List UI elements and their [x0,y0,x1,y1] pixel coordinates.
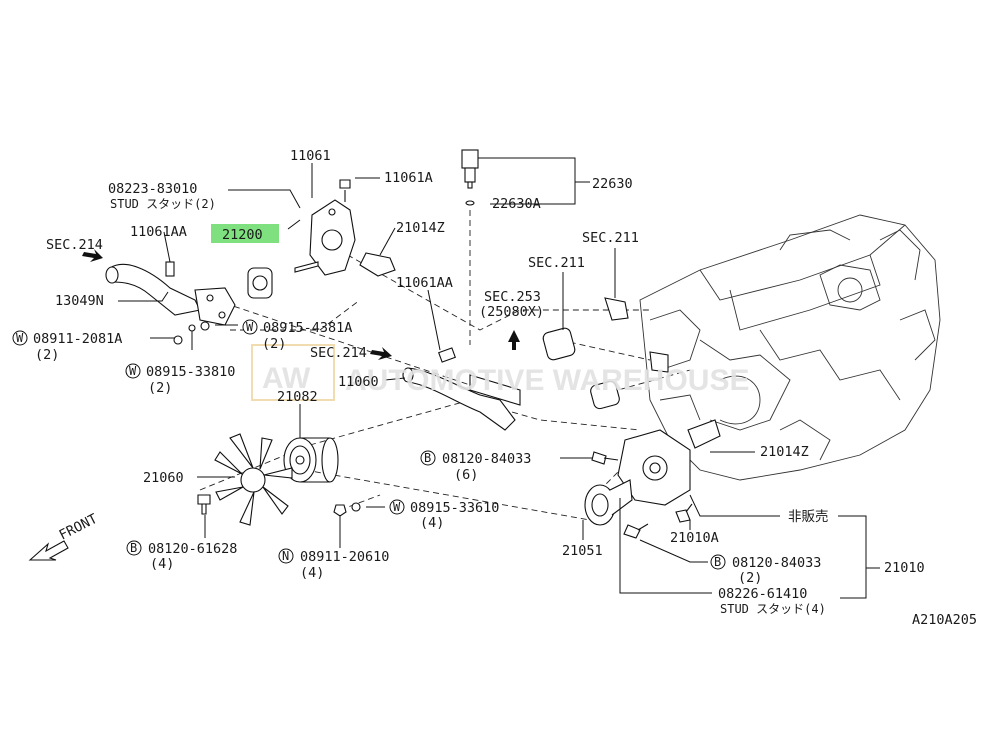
label-qty-2b: (2) [262,336,286,352]
label-qty-4a: (4) [420,515,444,531]
water-outlet-pipe [402,347,521,431]
label-08120-84033-top: 08120-84033 [442,451,531,467]
w-mark [389,499,405,515]
label-qty-6: (6) [454,467,478,483]
label-25080x: (25080X) [479,304,544,320]
label-13049n: 13049N [55,293,104,309]
label-08911-20610: 08911-20610 [300,549,389,565]
label-22630a: 22630A [492,196,541,212]
label-sec214-left: SEC.214 [46,237,103,253]
b-mark-letter: B [424,451,431,465]
w-mark-letter: W [393,500,401,514]
label-21010a: 21010A [670,530,719,546]
label-qty-4b: (4) [150,556,174,572]
label-08915-33810: 08915-33810 [146,364,235,380]
label-sec211-right: SEC.211 [582,230,639,246]
w-mark-letter: W [129,364,137,378]
flow-arrows [82,249,520,360]
label-11061aa-left: 11061AA [130,224,187,240]
label-qty-2c: (2) [148,380,172,396]
engine-block [639,214,941,481]
label-11061aa-mid: 11061AA [396,275,453,291]
label-11061a: 11061A [384,170,433,186]
label-hihanbai: 非販売 [788,509,829,525]
bypass-hoses [542,297,669,410]
b-mark-letter: B [714,555,721,569]
front-arrow [28,540,69,561]
watermark-text: AUTOMOTIVE WAREHOUSE [345,364,749,397]
watermark-logo-frame [251,344,335,401]
label-qty-2a: (2) [35,347,59,363]
thermostat-housing [309,179,356,276]
label-08911-2081a: 08911-2081A [33,331,122,347]
label-front: FRONT [57,511,100,544]
label-08120-61628: 08120-61628 [148,541,237,557]
temp-sensor-22630 [461,149,479,206]
n-mark-letter: N [282,549,289,563]
label-21060: 21060 [143,470,184,486]
label-08120-84033-bottom: 08120-84033 [732,555,821,571]
cooling-fan [214,433,293,526]
label-21014z-right: 21014Z [760,444,809,460]
label-22630: 22630 [592,176,633,192]
label-21082: 21082 [277,389,318,405]
part-highlight [211,224,279,243]
w-mark-letter: W [246,320,254,334]
b-mark [420,450,436,466]
label-11061: 11061 [290,148,331,164]
label-qty-4c: (4) [300,565,324,581]
thermostat [247,261,319,299]
w-mark-letter: W [16,331,24,345]
label-21200: 21200 [222,227,263,243]
b-mark-letter: B [130,541,137,555]
water-pump [584,419,721,526]
w-mark [242,319,258,335]
label-08226-61410: 08226-61410 [718,586,807,602]
label-11060: 11060 [338,374,379,390]
label-sec253: SEC.253 [484,289,541,305]
callout-labels: 11061 11061A 08223-83010 STUD スタッド(2) 11… [12,148,977,628]
label-sec211-left: SEC.211 [528,255,585,271]
label-21010: 21010 [884,560,925,576]
label-08915-33610: 08915-33610 [410,500,499,516]
leader-lines [118,157,880,599]
b-mark [710,554,726,570]
label-08915-4381a: 08915-4381A [263,320,352,336]
w-mark [12,330,28,346]
sensor-21014z [359,252,396,277]
label-stud-4: STUD スタッド(4) [720,602,826,616]
label-stud-2: STUD スタッド(2) [110,197,216,211]
watermark-logo: AW [262,362,311,395]
label-qty-2d: (2) [738,570,762,586]
watermark: AW AUTOMOTIVE WAREHOUSE [251,344,749,401]
label-sec214-mid: SEC.214 [310,345,367,361]
label-21051: 21051 [562,543,603,559]
w-mark [125,363,141,379]
water-inlet-pipe [105,261,236,326]
n-mark [278,548,294,564]
diagram-reference: A210A205 [912,612,977,628]
assembly-guides [199,210,691,521]
label-21014z-top: 21014Z [396,220,445,236]
label-08223-83010: 08223-83010 [108,181,197,197]
b-mark [126,540,142,556]
